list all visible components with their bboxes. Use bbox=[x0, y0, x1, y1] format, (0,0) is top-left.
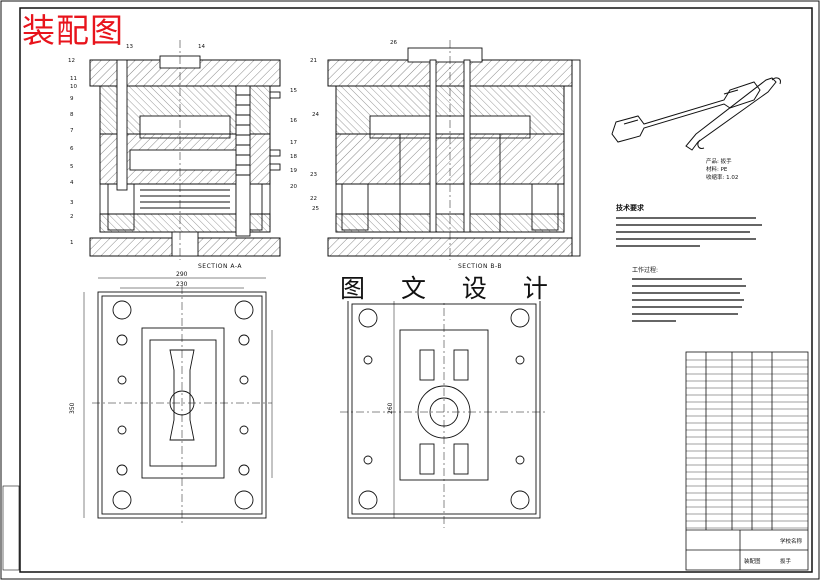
title-block-drawing: 装配图 bbox=[744, 557, 761, 565]
plan-view-left bbox=[83, 277, 273, 526]
title-block-product: 扳手 bbox=[780, 557, 792, 565]
dim-height-left: 350 bbox=[69, 402, 76, 414]
part-callout-label: 22 bbox=[310, 196, 317, 202]
part-callout-label: 17 bbox=[290, 140, 297, 146]
part-callout-label: 25 bbox=[312, 206, 319, 212]
tech-req-title: 技术要求 bbox=[616, 203, 645, 212]
work-process-text-lines bbox=[632, 278, 746, 322]
part-callout-label: 11 bbox=[70, 76, 77, 82]
section-label-b-b: SECTION B-B bbox=[458, 263, 502, 270]
section-b-b-view bbox=[327, 40, 581, 260]
drawing-heading: 装配图 bbox=[22, 11, 124, 50]
work-process-title: 工作过程: bbox=[632, 266, 658, 274]
title-block bbox=[685, 351, 809, 571]
part-callout-label: 10 bbox=[70, 84, 77, 90]
part-callout-label: 5 bbox=[70, 164, 74, 170]
part-callout-label: 1 bbox=[70, 240, 74, 246]
part-callout-label: 19 bbox=[290, 168, 297, 174]
product-sketch bbox=[611, 77, 781, 151]
section-a-a-view bbox=[89, 40, 281, 260]
part-callout-label: 16 bbox=[290, 118, 297, 124]
inner-border bbox=[19, 7, 813, 573]
title-block-school: 学校名称 bbox=[780, 537, 803, 545]
part-callout-label: 14 bbox=[198, 44, 205, 50]
dim-height-right: 260 bbox=[387, 402, 394, 414]
part-callout-label: 24 bbox=[312, 112, 319, 118]
part-callout-label: 18 bbox=[290, 154, 297, 160]
part-callout-label: 7 bbox=[70, 128, 74, 134]
part-callout-label: 9 bbox=[70, 96, 74, 102]
part-callout-label: 2 bbox=[70, 214, 74, 220]
part-callout-label: 26 bbox=[390, 40, 397, 46]
product-shrink: 收缩率: 1.02 bbox=[706, 173, 738, 181]
dim-width-inner: 230 bbox=[176, 281, 188, 288]
product-material: 材料: PE bbox=[706, 165, 728, 173]
part-callout-label: 4 bbox=[70, 180, 74, 186]
plan-view-right bbox=[340, 292, 548, 528]
parts-list-rows bbox=[686, 359, 808, 529]
part-callout-label: 13 bbox=[126, 44, 133, 50]
part-callout-label: 3 bbox=[70, 200, 74, 206]
part-callout-label: 6 bbox=[70, 146, 74, 152]
product-name: 产品: 扳手 bbox=[706, 157, 732, 165]
part-callout-label: 8 bbox=[70, 112, 74, 118]
part-callout-label: 12 bbox=[68, 58, 75, 64]
part-callout-label: 23 bbox=[310, 172, 317, 178]
left-strip bbox=[2, 485, 20, 571]
tech-req-text-lines bbox=[616, 217, 762, 247]
drawing-subheading: 图 文 设 计 bbox=[336, 276, 566, 301]
section-label-a-a: SECTION A-A bbox=[198, 263, 242, 270]
part-callout-label: 21 bbox=[310, 58, 317, 64]
part-callout-label: 15 bbox=[290, 88, 297, 94]
dim-width-outer: 290 bbox=[176, 271, 188, 278]
part-callout-label: 20 bbox=[290, 184, 297, 190]
